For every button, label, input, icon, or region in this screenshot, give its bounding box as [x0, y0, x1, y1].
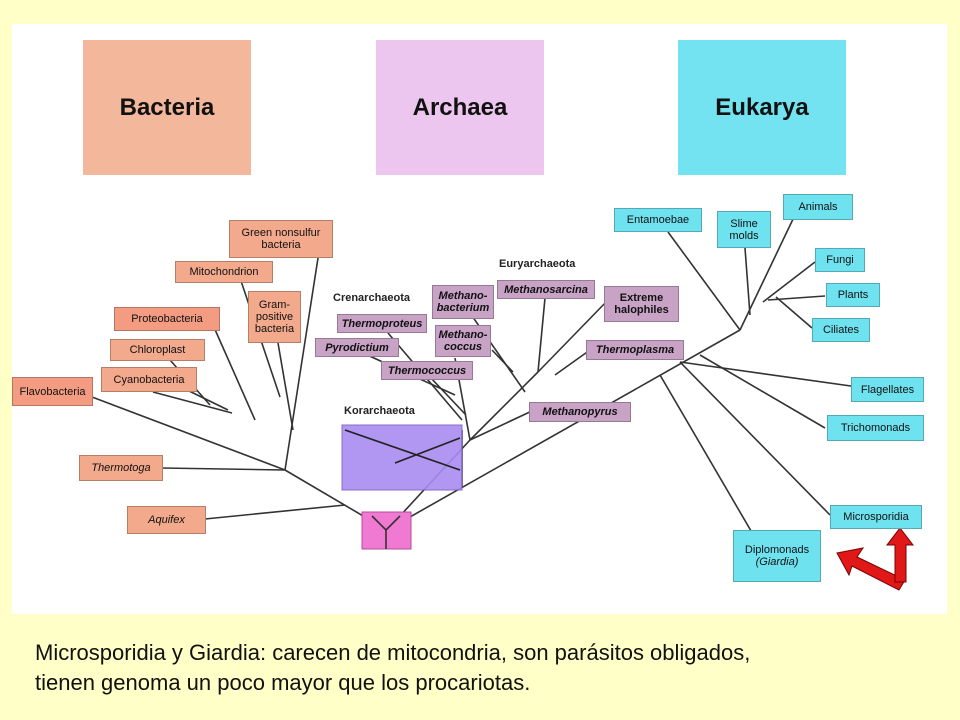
label-methanosarcina: Methanosarcina — [497, 280, 595, 299]
label-green-nonsulfur: Green nonsulfur bacteria — [229, 220, 333, 258]
label-cyanobacteria: Cyanobacteria — [101, 367, 197, 392]
header-euryarchaeota: Euryarchaeota — [499, 258, 576, 270]
label-trichomonads: Trichomonads — [827, 415, 924, 441]
domain-archaea: Archaea — [376, 40, 544, 175]
korarchaeota-lines — [344, 429, 461, 471]
label-extreme-halophiles: Extreme halophiles — [604, 286, 679, 322]
header-korarchaeota: Korarchaeota — [344, 405, 415, 417]
label-methanococcus: Methano-coccus — [435, 325, 491, 357]
giardia-text: (Giardia) — [755, 556, 799, 568]
label-gram-positive: Gram-positive bacteria — [248, 291, 301, 343]
label-diplomonads: Diplomonads (Giardia) — [733, 530, 821, 582]
arrow-to-diplomonads — [836, 547, 906, 591]
label-thermoproteus: Thermoproteus — [337, 314, 427, 333]
label-plants: Plants — [826, 283, 880, 307]
label-chloroplast: Chloroplast — [110, 339, 205, 361]
red-arrows — [836, 527, 915, 591]
label-animals: Animals — [783, 194, 853, 220]
label-methanobacterium: Methano-bacterium — [432, 285, 494, 319]
label-slime-molds: Slime molds — [717, 211, 771, 248]
label-microsporidia: Microsporidia — [830, 505, 922, 529]
caption: Microsporidia y Giardia: carecen de mito… — [35, 638, 935, 698]
label-fungi: Fungi — [815, 248, 865, 272]
label-aquifex: Aquifex — [127, 506, 206, 534]
label-flavobacteria: Flavobacteria — [12, 377, 93, 406]
label-pyrodictium: Pyrodictium — [315, 338, 399, 357]
label-thermococcus: Thermococcus — [381, 361, 473, 380]
domain-eukarya: Eukarya — [678, 40, 846, 175]
domain-bacteria: Bacteria — [83, 40, 251, 175]
arrow-to-microsporidia — [885, 527, 915, 583]
caption-line-2: tienen genoma un poco mayor que los proc… — [35, 670, 531, 695]
diplomonads-text: Diplomonads — [744, 544, 810, 556]
label-thermoplasma: Thermoplasma — [586, 340, 684, 360]
label-entamoebae: Entamoebae — [614, 208, 702, 232]
label-ciliates: Ciliates — [812, 318, 870, 342]
caption-line-1: Microsporidia y Giardia: carecen de mito… — [35, 640, 751, 665]
header-crenarchaeota: Crenarchaeota — [333, 292, 411, 304]
label-flagellates: Flagellates — [851, 377, 924, 402]
label-thermotoga: Thermotoga — [79, 455, 163, 481]
label-methanopyrus: Methanopyrus — [529, 402, 631, 422]
label-proteobacteria: Proteobacteria — [114, 307, 220, 331]
label-mitochondrion: Mitochondrion — [175, 261, 273, 283]
